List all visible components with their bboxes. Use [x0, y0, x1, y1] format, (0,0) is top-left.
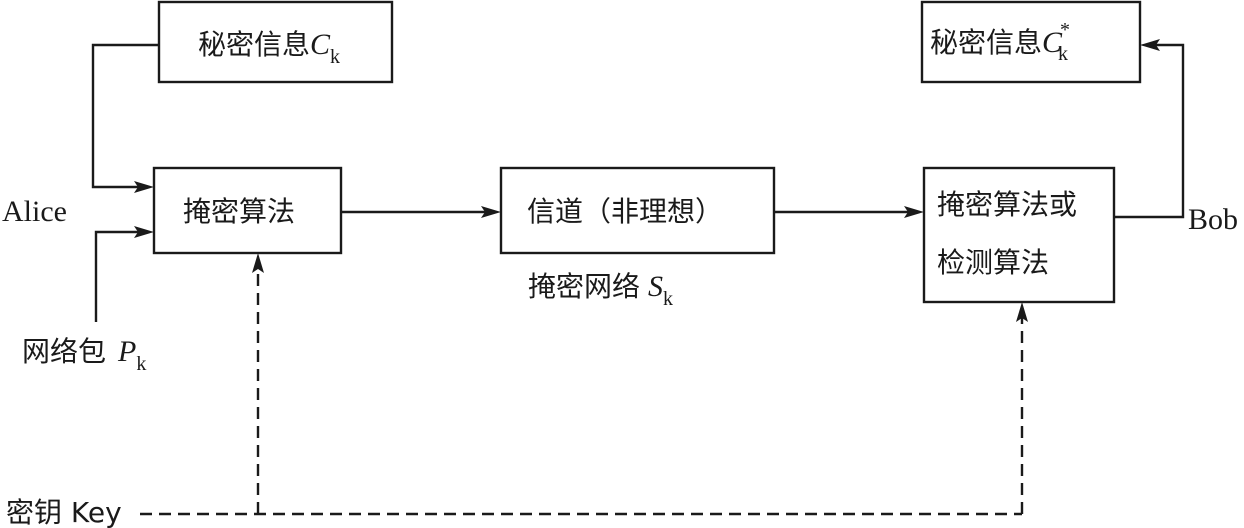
stego-network-label-sub: k — [663, 288, 673, 310]
secret-to-embed-arrowhead — [134, 181, 154, 193]
secret-source-sub: k — [330, 46, 340, 68]
sender-label: Alice — [2, 195, 67, 228]
packet-to-embed-connector — [94, 230, 140, 322]
secret-source-box: 秘密信息Ck — [157, 0, 394, 84]
secret-received-label: 秘密信息 — [930, 26, 1042, 59]
packet-label-text: 网络包 — [22, 335, 106, 368]
packet-label-sub: k — [136, 353, 146, 375]
packet-label-var: P — [117, 335, 136, 368]
packet-to-embed-arrowhead — [134, 226, 154, 238]
embed-algorithm-box: 掩密算法 — [152, 166, 343, 255]
channel-to-extract-arrowhead — [904, 206, 924, 218]
extract-algorithm-box: 掩密算法或 检测算法 — [922, 166, 1116, 304]
secret-source-var: C — [310, 28, 331, 61]
svg-text:秘密信息C*k: 秘密信息C*k — [930, 19, 1070, 65]
extract-to-secret-connector — [1114, 43, 1185, 219]
embed-to-channel-arrowhead — [481, 206, 501, 218]
receiver-label: Bob — [1188, 203, 1238, 236]
stego-network-label-text: 掩密网络 — [528, 270, 640, 303]
packet-label: 网络包 Pk — [22, 335, 146, 375]
svg-text:秘密信息Ck: 秘密信息Ck — [198, 28, 340, 68]
secret-source-label: 秘密信息 — [198, 28, 310, 61]
extract-algorithm-line1: 掩密算法或 — [937, 188, 1077, 221]
secret-to-embed-connector — [91, 43, 159, 189]
extract-to-secret-arrowhead — [1140, 39, 1160, 51]
extract-algorithm-line2: 检测算法 — [937, 246, 1049, 279]
embed-algorithm-label: 掩密算法 — [183, 195, 295, 228]
key-label: 密钥 Key — [6, 496, 122, 528]
secret-received-sub: k — [1058, 43, 1068, 65]
secret-received-var: C — [1042, 26, 1063, 59]
key-to-embed-arrowhead — [252, 253, 264, 273]
stego-network-label-var: S — [648, 270, 663, 303]
channel-label: 信道（非理想） — [527, 195, 723, 228]
secret-received-sup: * — [1060, 19, 1070, 41]
key-to-extract-arrowhead — [1016, 302, 1028, 322]
channel-box: 信道（非理想） — [499, 166, 776, 255]
secret-received-box: 秘密信息C*k — [920, 0, 1142, 84]
